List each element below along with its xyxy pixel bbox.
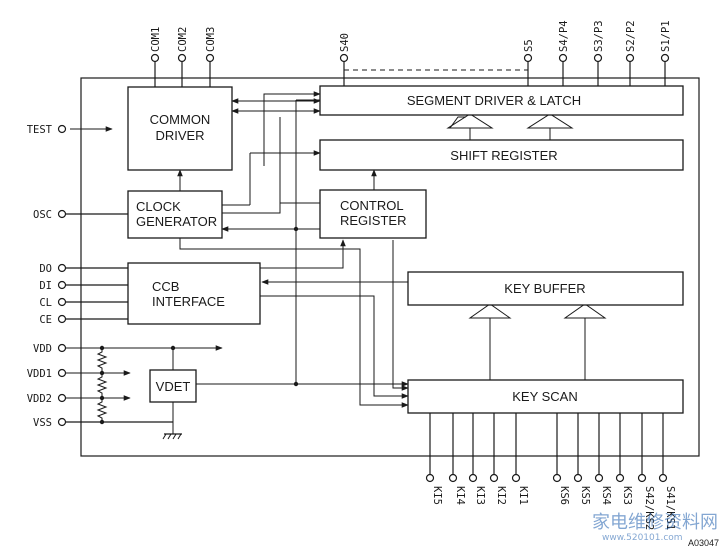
pin-ki5: KI5 bbox=[431, 486, 443, 505]
com-pins: COM1 COM2 COM3 bbox=[150, 27, 217, 63]
clock-generator-block: CLOCK GENERATOR bbox=[127, 190, 223, 239]
pin-ks6: KS6 bbox=[558, 486, 570, 505]
pin-com3: COM3 bbox=[205, 27, 217, 52]
pin-vss: VSS bbox=[33, 417, 52, 429]
chip-outline bbox=[80, 77, 700, 457]
watermark-text: 家电维修资料网 bbox=[592, 512, 718, 533]
key-scan-block: KEY SCAN bbox=[407, 379, 684, 414]
pin-vdd1: VDD1 bbox=[27, 368, 52, 380]
left-pins: TEST OSC DO DI CL CE bbox=[27, 124, 67, 326]
shift-register-label: SHIFT REGISTER bbox=[450, 148, 557, 163]
control-register-label-2: REGISTER bbox=[340, 213, 406, 228]
pin-s5: S5 bbox=[523, 39, 535, 52]
vdet-label: VDET bbox=[156, 379, 191, 394]
pin-s1-p1: S1/P1 bbox=[660, 20, 672, 52]
pin-s40: S40 bbox=[339, 33, 351, 52]
pin-test: TEST bbox=[27, 124, 53, 136]
common-driver-label-2: DRIVER bbox=[155, 128, 204, 143]
pin-cl: CL bbox=[39, 297, 52, 309]
pin-vdd: VDD bbox=[33, 343, 52, 355]
pin-ki2: KI2 bbox=[495, 486, 507, 505]
segment-driver-label: SEGMENT DRIVER & LATCH bbox=[407, 93, 581, 108]
ccb-interface-block: CCB INTERFACE bbox=[127, 262, 261, 325]
pin-ki3: KI3 bbox=[474, 486, 486, 505]
pin-s41-ks1: S41/KS1 bbox=[664, 486, 676, 530]
vdet-block: VDET bbox=[149, 369, 197, 403]
common-driver-block: COMMON DRIVER bbox=[127, 86, 233, 171]
pin-di: DI bbox=[39, 280, 52, 292]
pin-ks5: KS5 bbox=[579, 486, 591, 505]
pin-ks3: KS3 bbox=[621, 486, 633, 505]
bottom-pins: KI5 KI4 KI3 KI2 KI1 KS6 KS5 KS4 KS3 S42/… bbox=[425, 473, 676, 530]
segment-driver-block: SEGMENT DRIVER & LATCH bbox=[319, 85, 684, 116]
pin-ki1: KI1 bbox=[517, 486, 529, 505]
key-buffer-label: KEY BUFFER bbox=[504, 281, 585, 296]
power-pins: VDD VDD1 VDD2 VSS bbox=[27, 343, 67, 429]
clock-generator-label-2: GENERATOR bbox=[136, 214, 217, 229]
pin-com2: COM2 bbox=[177, 27, 189, 52]
pin-do: DO bbox=[39, 263, 52, 275]
common-driver-label-1: COMMON bbox=[150, 112, 211, 127]
pin-osc: OSC bbox=[33, 209, 52, 221]
shift-register-block: SHIFT REGISTER bbox=[319, 139, 684, 171]
figure-code: A03047 bbox=[688, 538, 719, 548]
pin-vdd2: VDD2 bbox=[27, 393, 52, 405]
pin-ki4: KI4 bbox=[454, 486, 466, 505]
watermark: 家电维修资料网 www.520101.com bbox=[592, 512, 718, 543]
pin-s42-ks2: S42/KS2 bbox=[643, 486, 655, 530]
clock-generator-label-1: CLOCK bbox=[136, 199, 181, 214]
ccb-interface-label-1: CCB bbox=[152, 279, 179, 294]
ccb-interface-label-2: INTERFACE bbox=[152, 294, 225, 309]
segment-pins: S40 S5 S4/P4 S3/P3 S2/P2 S1/P1 bbox=[339, 20, 672, 63]
pin-ce: CE bbox=[39, 314, 52, 326]
control-register-block: CONTROL REGISTER bbox=[319, 189, 427, 239]
pin-s4-p4: S4/P4 bbox=[558, 20, 570, 52]
key-scan-label: KEY SCAN bbox=[512, 389, 578, 404]
watermark-url: www.520101.com bbox=[602, 533, 683, 543]
pin-com1: COM1 bbox=[150, 27, 162, 52]
key-buffer-block: KEY BUFFER bbox=[407, 271, 684, 306]
pin-ks4: KS4 bbox=[600, 486, 612, 505]
pin-s3-p3: S3/P3 bbox=[593, 20, 605, 52]
control-register-label-1: CONTROL bbox=[340, 198, 404, 213]
pin-s2-p2: S2/P2 bbox=[625, 20, 637, 52]
